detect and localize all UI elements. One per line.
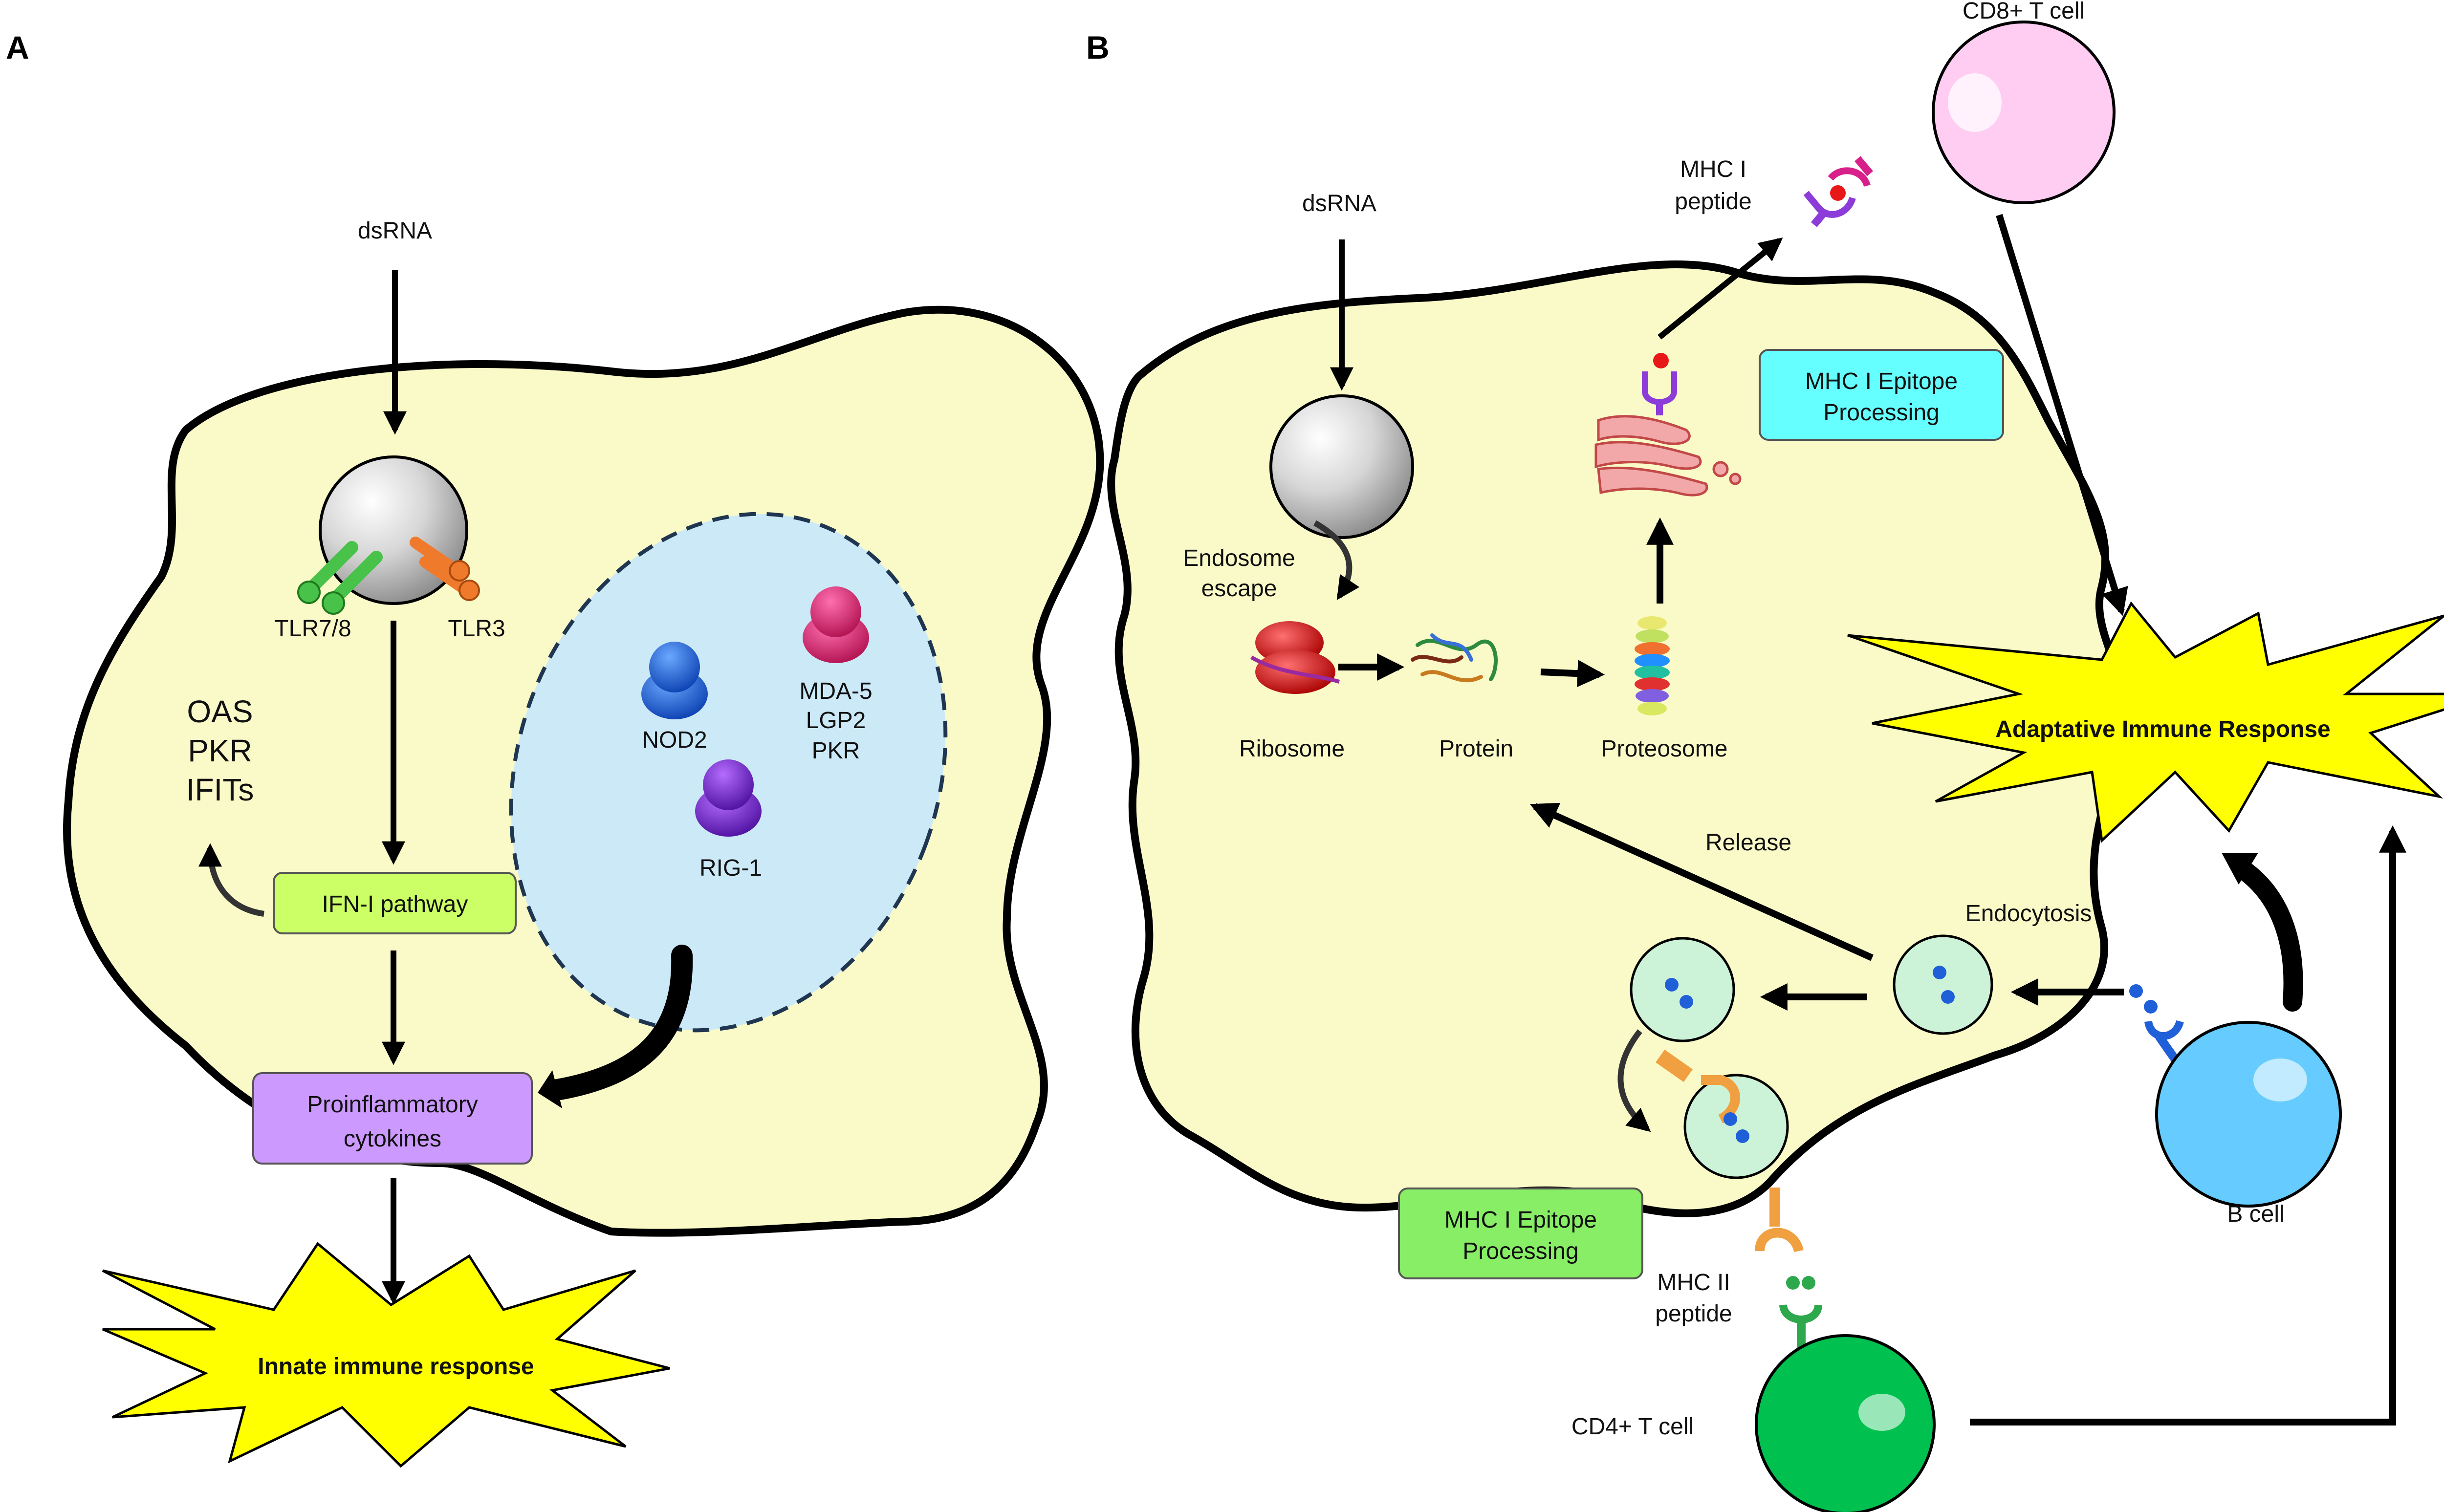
nod2-protein-icon [641,642,708,719]
bcell-arrow-head [2222,853,2258,885]
endosome-b [1269,394,1414,539]
panel-b-label: B [1086,29,1110,65]
mhc1-processing-top-box [1759,349,2004,441]
protein-structure-icon [1411,633,1498,683]
endosome-escape-label-2: escape [1201,576,1277,602]
cd4-highlight [1858,1394,1905,1431]
endocytosis-label: Endocytosis [1965,901,2092,927]
ribosome-label: Ribosome [1239,736,1345,762]
antigen-dot [1724,1112,1737,1126]
cd4-to-adaptive-arrow [1970,825,2406,1426]
golgi-to-peptide-arrow [1658,237,1783,340]
rig1-protein-icon [695,759,762,837]
nucleus-arrow-head [538,1070,562,1108]
ifn-pathway-box [273,872,517,934]
effector-pkr: PKR [188,733,252,768]
proinflammatory-label-1: Proinflammatory [307,1092,478,1118]
tlr78-label: TLR7/8 [274,616,351,642]
release-arrow [1529,802,1874,961]
cd4-t-cell-icon [1755,1334,1936,1512]
bcell-icon [2155,1021,2342,1208]
bcell-to-adaptive-arrow [2234,860,2303,1012]
release-label: Release [1705,830,1791,856]
mhc1-processing-top-label-2: Processing [1823,400,1939,426]
golgi-er-icon [1594,415,1742,497]
mhc2-loading-vesicle [1683,1074,1789,1179]
nucleus-to-cytokines-arrow [546,945,693,1101]
adaptive-response-label: Adaptative Immune Response [1995,716,2331,742]
mhc1-processing-bottom-box [1398,1188,1643,1279]
cd4-label: CD4+ T cell [1571,1414,1694,1440]
antigen-dot [1933,966,1946,979]
cd8-t-cell-icon [1932,21,2116,204]
endosome-escape-arrow [1313,520,1360,600]
pkr-label: PKR [812,738,860,764]
mda5-label: MDA-5 [799,678,872,704]
proteosome-icon [1635,616,1670,715]
mhc2-peptide-tcr-icon [1755,1188,1822,1351]
protein-label: Protein [1439,736,1513,762]
mhc1-processing-bottom-label-2: Processing [1462,1238,1578,1264]
mhc1-golgi-receptor-icon [1642,353,1677,415]
mhc1-peptide-label-2: peptide [1675,189,1751,215]
endosome-escape-label-1: Endosome [1183,545,1295,571]
bcell-label: B cell [2227,1201,2284,1227]
cd8-label: CD8+ T cell [1963,0,2085,24]
endocytic-vesicle-left [1630,937,1735,1042]
vesicle-to-mhc2-arrow [1617,1029,1651,1132]
tlr3-receptor-icon [410,537,480,601]
mhc1-processing-bottom-label-1: MHC I Epitope [1444,1207,1597,1233]
endocytic-vesicle-right [1893,934,1993,1035]
cd8-highlight [1948,73,2002,132]
innate-response-burst [102,1242,670,1468]
rig1-label: RIG-1 [699,855,762,881]
effector-ifits: IFITs [186,772,254,807]
mhc2-peptide-label-2: peptide [1655,1301,1732,1327]
dsrna-label-a: dsRNA [358,218,432,244]
ribosome-icon [1250,621,1340,694]
antigen-dot [1941,990,1955,1004]
panel-a-label: A [6,29,29,65]
dsrna-label-b: dsRNA [1302,191,1376,216]
nod2-label: NOD2 [642,727,707,753]
innate-response-label: Innate immune response [258,1354,534,1380]
ifn-pathway-label: IFN-I pathway [322,891,468,917]
tlr78-receptor-icon [297,541,383,615]
ifn-to-effectors-arrow [198,843,264,917]
antigen-dot [1665,978,1679,992]
antigen-dot [1680,995,1693,1009]
bcr-receptor-icon [2129,984,2184,1063]
mhc1-peptide-label-1: MHC I [1680,156,1746,182]
protein-to-proteosome-arrow [1540,660,1605,688]
lgp2-label: LGP2 [806,708,866,734]
effector-oas: OAS [187,694,253,729]
antigen-dot [1736,1129,1749,1143]
mhc1-processing-top-label-1: MHC I Epitope [1805,368,1958,394]
adaptive-response-burst [1847,601,2444,843]
proinflammatory-box [252,1072,533,1165]
proinflammatory-label-2: cytokines [344,1126,441,1152]
proteosome-label: Proteosome [1601,736,1728,762]
cd8-to-adaptive-arrow [1996,214,2128,616]
mhc1-peptide-tcr-icon [1803,156,1873,227]
mhc2-peptide-label-1: MHC II [1657,1270,1730,1296]
bcell-highlight [2253,1058,2307,1102]
tlr3-label: TLR3 [448,616,505,642]
mda5-protein-icon [803,586,869,663]
